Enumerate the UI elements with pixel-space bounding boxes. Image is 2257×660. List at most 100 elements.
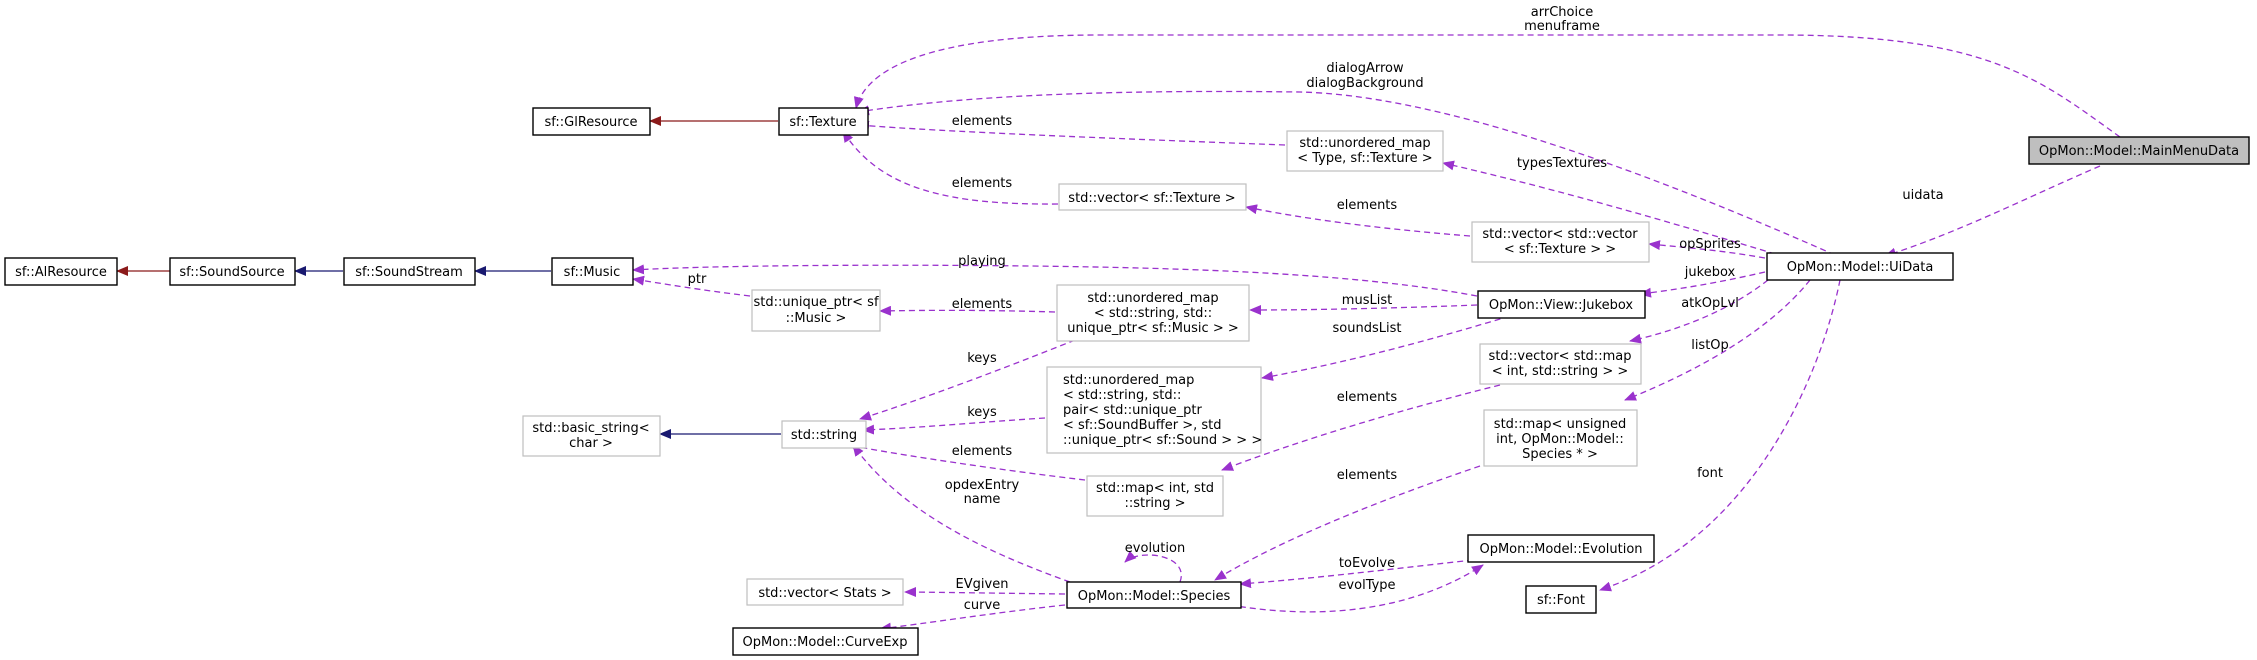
node-umap-type-texture[interactable]: std::unordered_map < Type, sf::Texture > — [1286, 130, 1444, 172]
edge-labels: arrChoice menuframe dialogArrow dialogBa… — [688, 5, 1944, 613]
node-vector-stats[interactable]: std::vector< Stats > — [746, 578, 904, 606]
nodes: OpMon::Model::MainMenuData OpMon::Model:… — [4, 107, 2250, 656]
edge-label-elements-vector-texture: elements — [952, 176, 1013, 191]
edge-label-elements-unique-music: elements — [952, 297, 1013, 312]
node-vector-vector-texture[interactable]: std::vector< std::vector < sf::Texture >… — [1471, 221, 1650, 263]
edges — [116, 34, 2121, 633]
node-label-line2: < sf::Texture > > — [1504, 242, 1616, 257]
edge-label-curve: curve — [964, 598, 1000, 613]
node-label: sf::SoundStream — [355, 265, 463, 280]
edge-label-uidata: uidata — [1902, 188, 1943, 203]
edge-mainmenudata-uidata — [1884, 165, 2101, 258]
node-evolution[interactable]: OpMon::Model::Evolution — [1467, 534, 1655, 563]
node-label-line3: Species * > — [1522, 447, 1598, 462]
node-map-unsigned-species[interactable]: std::map< unsigned int, OpMon::Model:: S… — [1483, 409, 1638, 467]
edge-label-dialogarrow: dialogArrow — [1326, 61, 1404, 76]
edge-label-ptr: ptr — [688, 272, 707, 287]
node-string[interactable]: std::string — [781, 420, 867, 449]
edge-label-soundslist: soundsList — [1333, 321, 1402, 336]
node-label: std::string — [791, 428, 857, 443]
edge-map-species-species — [1214, 465, 1481, 581]
edge-label-atkoplvl: atkOpLvl — [1681, 296, 1739, 311]
node-al-resource[interactable]: sf::AlResource — [4, 257, 118, 286]
edge-label-elements-map-species: elements — [1337, 468, 1398, 483]
node-species[interactable]: OpMon::Model::Species — [1066, 581, 1242, 609]
node-label-line2: int, OpMon::Model:: — [1496, 432, 1624, 447]
edge-label-muslist: musList — [1342, 293, 1392, 308]
node-label-line1: std::vector< std::map — [1489, 349, 1632, 364]
edge-uidata-map-species — [1624, 279, 1811, 401]
node-label-line2: < std::string, std:: — [1063, 388, 1181, 403]
node-label: std::vector< sf::Texture > — [1068, 191, 1235, 206]
edge-umap-sound-string — [862, 417, 1046, 435]
edge-label-evgiven: EVgiven — [956, 577, 1009, 592]
edge-label-keys-sound: keys — [967, 405, 997, 420]
node-unique-ptr-music[interactable]: std::unique_ptr< sf ::Music > — [751, 289, 881, 332]
edge-label-keys-music: keys — [967, 351, 997, 366]
node-label: sf::Font — [1537, 593, 1585, 608]
node-label: OpMon::Model::UiData — [1787, 260, 1934, 275]
edge-species-curve — [879, 604, 1066, 633]
node-label-line1: std::basic_string< — [532, 421, 649, 436]
node-music[interactable]: sf::Music — [551, 257, 634, 286]
edge-uidata-texture-dialog — [857, 90, 1836, 256]
edge-label-opsprites: opSprites — [1679, 237, 1741, 252]
edge-label-name: name — [964, 492, 1001, 507]
node-gl-resource[interactable]: sf::GlResource — [532, 107, 651, 136]
edge-label-typestextures: typesTextures — [1517, 156, 1607, 171]
node-label-line1: std::unordered_map — [1087, 291, 1218, 306]
node-vector-map-int-string[interactable]: std::vector< std::map < int, std::string… — [1479, 343, 1642, 385]
node-label: sf::Music — [564, 265, 621, 280]
edge-label-evolution: evolution — [1125, 541, 1185, 556]
edge-uidata-vector-map — [1629, 279, 1769, 344]
edge-evolution-species — [1239, 559, 1474, 589]
edge-label-listop: listOp — [1691, 338, 1729, 353]
edge-label-elements-vector-map: elements — [1337, 390, 1398, 405]
edge-umap-music-string — [859, 339, 1076, 421]
node-label-line2: ::Music > — [786, 311, 847, 326]
edge-species-evolution — [1229, 564, 1484, 613]
edge-mainmenudata-texture — [853, 34, 2121, 138]
node-label-line3: unique_ptr< sf::Music > > — [1067, 321, 1238, 336]
node-texture[interactable]: sf::Texture — [778, 107, 869, 136]
edge-umap-texture-texture — [857, 120, 1286, 146]
node-sound-source[interactable]: sf::SoundSource — [169, 257, 296, 286]
edge-unique-music-music — [632, 275, 751, 297]
edge-umap-music-unique-music — [879, 305, 1056, 316]
node-curve-exp[interactable]: OpMon::Model::CurveExp — [732, 627, 919, 656]
node-label: sf::GlResource — [545, 115, 638, 130]
node-label-line2: char > — [569, 436, 613, 451]
node-label: OpMon::Model::Evolution — [1479, 542, 1642, 557]
edge-label-toevolve: toEvolve — [1339, 556, 1395, 571]
node-umap-string-music[interactable]: std::unordered_map < std::string, std:: … — [1056, 284, 1250, 342]
edge-species-vector-stats — [904, 587, 1066, 598]
node-label: std::vector< Stats > — [758, 586, 891, 601]
node-jukebox[interactable]: OpMon::View::Jukebox — [1477, 290, 1646, 319]
node-umap-string-sound[interactable]: std::unordered_map < std::string, std:: … — [1046, 366, 1262, 454]
node-main-menu-data[interactable]: OpMon::Model::MainMenuData — [2028, 136, 2250, 165]
edge-label-font: font — [1697, 466, 1723, 481]
node-sound-stream[interactable]: sf::SoundStream — [343, 257, 476, 286]
node-label-line2: < std::string, std:: — [1094, 306, 1212, 321]
node-map-int-string[interactable]: std::map< int, std ::string > — [1086, 475, 1224, 517]
node-label-line1: std::map< int, std — [1096, 481, 1214, 496]
node-label: OpMon::Model::CurveExp — [743, 635, 908, 650]
node-vector-texture[interactable]: std::vector< sf::Texture > — [1058, 183, 1247, 211]
node-label: OpMon::Model::Species — [1078, 589, 1231, 604]
edge-label-arrchoice: arrChoice — [1531, 5, 1593, 20]
edge-species-string — [852, 444, 1071, 583]
node-basic-string[interactable]: std::basic_string< char > — [522, 415, 661, 457]
node-label: OpMon::View::Jukebox — [1489, 298, 1633, 313]
node-font[interactable]: sf::Font — [1525, 585, 1597, 614]
node-label-line2: < int, std::string > > — [1492, 364, 1629, 379]
node-ui-data[interactable]: OpMon::Model::UiData — [1766, 252, 1954, 281]
node-label-line1: std::unique_ptr< sf — [753, 295, 878, 310]
node-label: sf::Texture — [789, 115, 856, 130]
edge-jukebox-umap-sound — [1261, 315, 1511, 381]
edge-uidata-font — [1599, 279, 1841, 592]
edge-map-string-string — [847, 442, 1086, 481]
node-label-line1: std::unordered_map — [1063, 373, 1194, 388]
edge-species-self — [1124, 550, 1182, 583]
edge-vector-map-map-string — [1221, 384, 1501, 471]
